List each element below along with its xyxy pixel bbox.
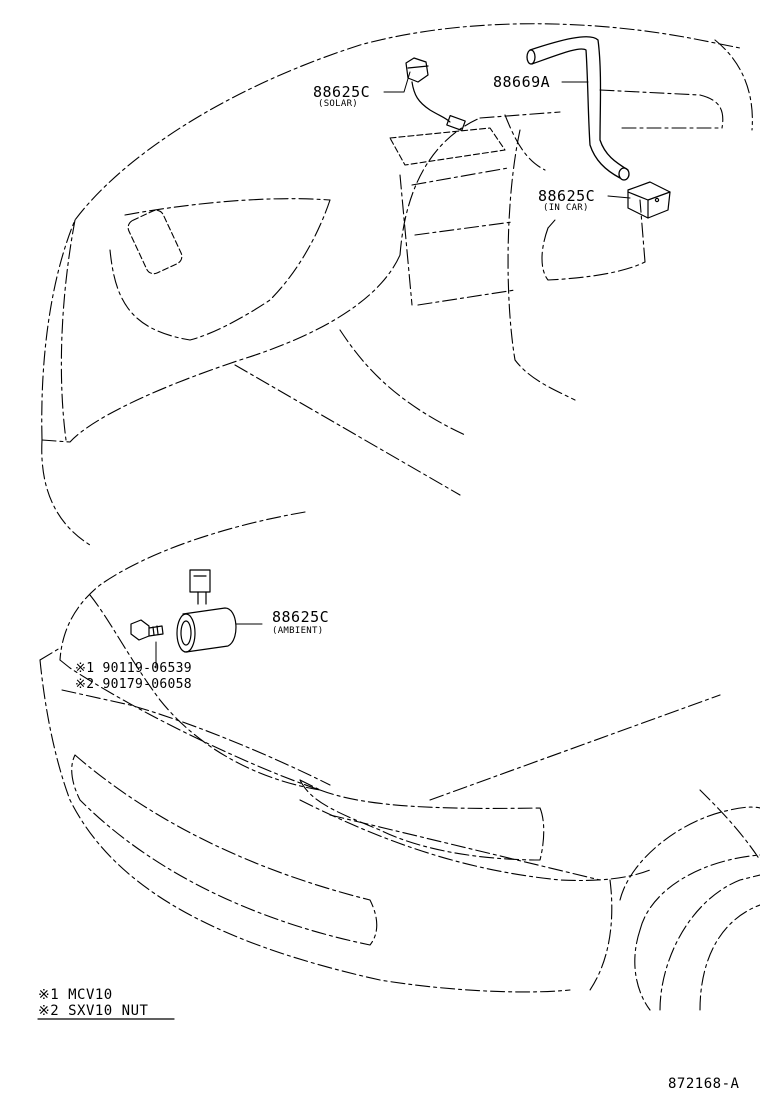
center-panel-outline [389, 127, 506, 166]
fastener-code-1: ※1 90119-06539 [75, 661, 192, 676]
leader-lines [155, 71, 631, 669]
car-body-outline [39, 511, 760, 1011]
solar-sensor [405, 57, 466, 132]
figure-id: 872168-A [668, 1076, 740, 1092]
in-car-part-number: 88625C [538, 187, 596, 205]
ambient-part-desc: (AMBIENT) [272, 626, 324, 636]
dashboard-outline [41, 23, 753, 546]
ambient-part-number: 88625C [272, 608, 330, 626]
ambient-sensor [176, 569, 237, 653]
in-car-part-desc: (IN CAR) [543, 203, 589, 213]
bolt [130, 619, 164, 641]
note-2: ※2 SXV10 NUT [38, 1003, 149, 1019]
in-car-sensor [627, 181, 671, 219]
note-1: ※1 MCV10 [38, 987, 113, 1003]
aspirator-hose [526, 36, 630, 181]
aspirator-part-number: 88669A [493, 73, 551, 91]
solar-part-number: 88625C [313, 83, 371, 101]
fastener-code-2: ※2 90179-06058 [75, 677, 192, 692]
solar-part-desc: (SOLAR) [318, 99, 359, 109]
vent-outline [127, 209, 183, 275]
